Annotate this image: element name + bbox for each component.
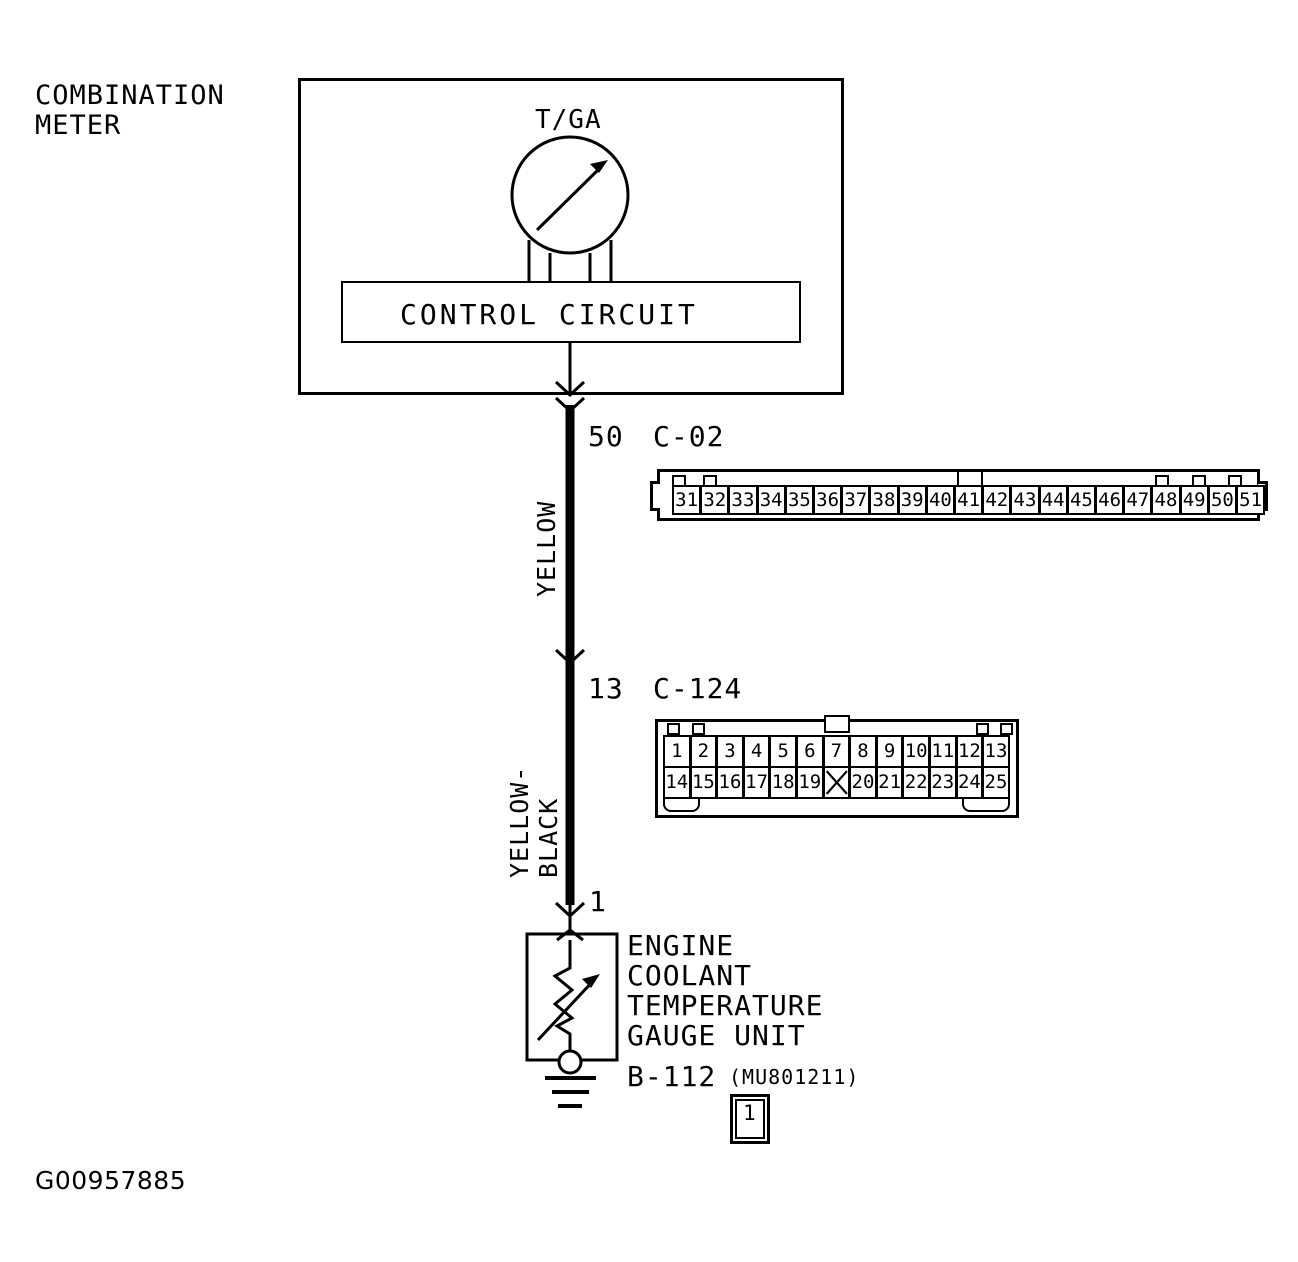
connector-c124-pin-11[interactable]: 11 — [929, 735, 957, 768]
connector-c124-pin-10[interactable]: 10 — [902, 735, 930, 768]
connector-c02-pin-41[interactable]: 41 — [954, 485, 984, 515]
connector-c124-pin-13[interactable]: 13 — [982, 735, 1010, 768]
connector-c124-foot-left — [663, 798, 700, 812]
connector-c124-pin-23[interactable]: 23 — [929, 766, 957, 799]
connector-c124-pin-15[interactable]: 15 — [689, 766, 718, 799]
component-wire-pin: 1 — [589, 885, 607, 918]
b112-terminal-inner-box — [735, 1099, 765, 1139]
thermistor-zigzag — [552, 940, 575, 1060]
connector-c124-pin-19[interactable]: 19 — [796, 766, 824, 799]
terminal-arrow-inner — [556, 928, 584, 942]
ect-connector-id: B-112 — [627, 1060, 717, 1093]
connector-c124-tab-a — [667, 723, 680, 735]
connector-c124-tab-c — [976, 723, 989, 735]
connector-c124-pin-21[interactable]: 21 — [875, 766, 904, 799]
ect-name-line4: GAUGE UNIT — [627, 1019, 806, 1052]
ect-part-number: (MU801211) — [729, 1065, 860, 1089]
connector-marker-c124 — [554, 648, 586, 666]
connector-c124-pin-25[interactable]: 25 — [982, 766, 1010, 799]
wire-yellow-pin: 50 — [588, 420, 624, 453]
wire-yellow-black-pin: 13 — [588, 672, 624, 705]
connector-c02-pin-45[interactable]: 45 — [1066, 485, 1096, 515]
connector-c124-pin-20[interactable]: 20 — [849, 766, 877, 799]
thermistor-variable-arrow — [536, 978, 596, 1042]
connector-c02-pin-46[interactable]: 46 — [1095, 485, 1125, 515]
connector-c02-pin-40[interactable]: 40 — [925, 485, 955, 515]
control-circuit-box — [341, 281, 801, 343]
connector-c02-pin-47[interactable]: 47 — [1123, 485, 1153, 515]
connector-marker-c02-lower — [554, 396, 586, 414]
ect-name-line1: ENGINE — [627, 929, 735, 962]
terminal-arrow-outer — [554, 901, 586, 919]
connector-c124-pin-1[interactable]: 1 — [663, 735, 691, 768]
connector-c124-pin-3[interactable]: 3 — [716, 735, 744, 768]
connector-c02-pin-37[interactable]: 37 — [841, 485, 871, 515]
connector-c124-pin-5[interactable]: 5 — [769, 735, 797, 768]
connector-c124-pin-17[interactable]: 17 — [742, 766, 771, 799]
connector-c02-pin-49[interactable]: 49 — [1179, 485, 1209, 515]
ground-terminal-circle — [557, 1049, 583, 1075]
connector-c124-tab-d — [1000, 723, 1013, 735]
wire-yellow-color-label: YELLOW — [532, 500, 561, 597]
connector-c124-tab-b — [692, 723, 705, 735]
combination-meter-label-line1: COMBINATION — [35, 80, 225, 111]
connector-c124-pin-8[interactable]: 8 — [849, 735, 877, 768]
thermistor-arrow-head — [582, 974, 600, 988]
connector-c124-pin-14[interactable]: 14 — [663, 766, 691, 799]
connector-c02-pin-44[interactable]: 44 — [1038, 485, 1068, 515]
connector-c02-pin-50[interactable]: 50 — [1207, 485, 1237, 515]
connector-c02-left-ear — [650, 481, 660, 511]
connector-c124-pin-7[interactable]: 7 — [822, 735, 851, 768]
connector-c02-pin-33[interactable]: 33 — [728, 485, 758, 515]
connector-c02-pin-32[interactable]: 32 — [700, 485, 730, 515]
wire-yellow-black-color-label-line2: BLACK — [534, 797, 563, 878]
ect-name-line2: COOLANT — [627, 959, 753, 992]
connector-c124-pin-16[interactable]: 16 — [716, 766, 744, 799]
connector-c124-pin-18[interactable]: 18 — [769, 766, 797, 799]
connector-c02-name: C-02 — [653, 420, 725, 453]
ect-name-line3: TEMPERATURE — [627, 989, 824, 1022]
connector-c02-pin-42[interactable]: 42 — [982, 485, 1012, 515]
connector-c02-pin-39[interactable]: 39 — [897, 485, 927, 515]
connector-c124-pin-24[interactable]: 24 — [955, 766, 984, 799]
figure-id: G00957885 — [35, 1166, 187, 1195]
connector-c124-pin-6[interactable]: 6 — [796, 735, 824, 768]
ect-gauge-unit-box — [525, 932, 619, 1062]
unused-pin-x-icon — [825, 770, 848, 795]
connector-c124-pin-22[interactable]: 22 — [902, 766, 930, 799]
gauge-label: T/GA — [535, 105, 602, 135]
connector-c02-pin-34[interactable]: 34 — [756, 485, 786, 515]
connector-c02-pin-36[interactable]: 36 — [813, 485, 843, 515]
connector-c02-pin-43[interactable]: 43 — [1010, 485, 1040, 515]
connector-c02-pin-31[interactable]: 31 — [672, 485, 702, 515]
connector-c124-pin-12[interactable]: 12 — [955, 735, 984, 768]
wire-yellow-black-color-label-line1: YELLOW- — [505, 765, 534, 878]
connector-c124-pin-2[interactable]: 2 — [689, 735, 718, 768]
connector-c124-name: C-124 — [653, 672, 743, 705]
connector-c124-pin-4[interactable]: 4 — [742, 735, 771, 768]
control-circuit-label: CONTROL CIRCUIT — [400, 298, 698, 331]
connector-c124-pin-9[interactable]: 9 — [875, 735, 904, 768]
connector-c124-pin-unused — [822, 766, 851, 799]
connector-c124-foot-right — [962, 798, 1010, 812]
connector-c02-pin-38[interactable]: 38 — [869, 485, 899, 515]
connector-c02-pin-51[interactable]: 51 — [1236, 485, 1266, 515]
connector-c02-pin-48[interactable]: 48 — [1151, 485, 1181, 515]
b112-terminal-pin: 1 — [743, 1101, 757, 1125]
connector-c124-keyway-tab — [824, 715, 850, 733]
connector-c02-pin-35[interactable]: 35 — [784, 485, 814, 515]
combination-meter-label-line2: METER — [35, 110, 122, 141]
